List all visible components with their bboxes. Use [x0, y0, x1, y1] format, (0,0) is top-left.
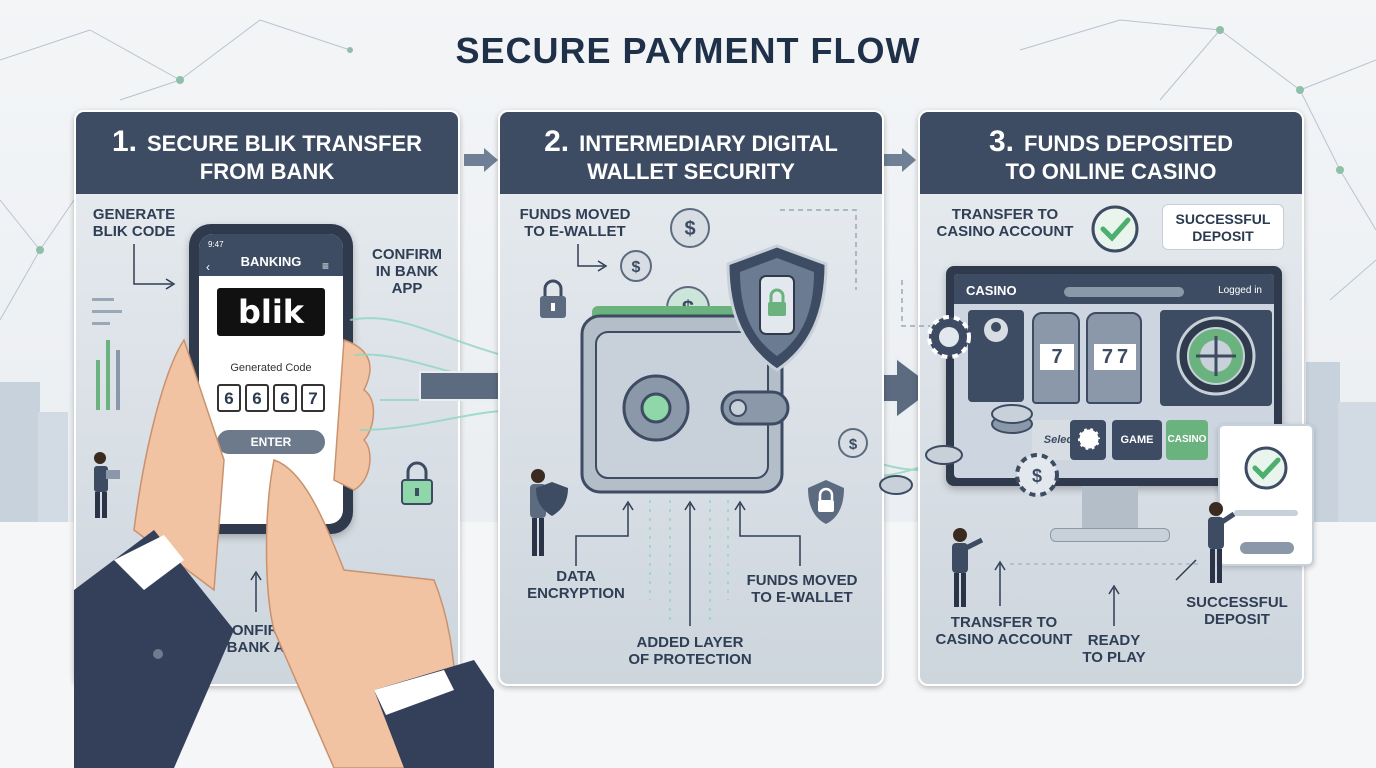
reel-symbol: 7: [1101, 345, 1113, 368]
phone-time: 9:47: [208, 240, 224, 249]
banking-header-label: BANKING: [240, 254, 302, 269]
label-funds-moved-top: FUNDS MOVED TO E-WALLET: [519, 206, 631, 240]
label-funds-moved-bottom: FUNDS MOVED TO E-WALLET: [746, 572, 858, 606]
panel-header: 1. SECURE BLIK TRANSFER FROM BANK: [76, 112, 458, 194]
code-digit: 6: [273, 384, 297, 412]
game-tile[interactable]: GAME: [1112, 420, 1162, 460]
successful-deposit-bubble: SUCCESSFUL DEPOSIT: [1162, 204, 1284, 250]
dollar-coin-icon: $: [670, 208, 710, 248]
menu-icon[interactable]: ≡: [322, 259, 330, 273]
label-transfer-top: TRANSFER TO CASINO ACCOUNT: [936, 206, 1074, 240]
casino-brand: CASINO: [966, 283, 1017, 298]
code-digits: 6 6 6 7: [199, 384, 343, 412]
casino-tile[interactable]: CASINO: [1166, 420, 1208, 460]
panel-title-line2: TO ONLINE CASINO: [1005, 159, 1217, 184]
panel-header: 3. FUNDS DEPOSITED TO ONLINE CASINO: [920, 112, 1302, 194]
blik-logo: blik: [217, 288, 325, 336]
dollar-chip-icon: $: [1015, 453, 1059, 497]
label-ready-to-play: READY TO PLAY: [1082, 632, 1146, 666]
code-digit: 6: [217, 384, 241, 412]
dollar-coin-icon: $: [620, 250, 652, 282]
slot-reels: 7: [1040, 344, 1074, 370]
padlock-icon: [401, 461, 433, 505]
page-title: SECURE PAYMENT FLOW: [455, 30, 921, 71]
poker-chip-icon: [927, 315, 971, 359]
person-with-shield-icon: [530, 469, 568, 556]
reel-symbol: 7: [1117, 345, 1129, 368]
panel-title-line1: FUNDS DEPOSITED: [1024, 131, 1234, 156]
step-number: 3.: [988, 125, 1014, 158]
poker-chip-icon: [1076, 426, 1102, 452]
generated-code-label: Generated Code: [230, 362, 312, 374]
code-digit: 7: [301, 384, 325, 412]
padlock-icon: [808, 480, 844, 524]
reel-symbol: 7: [1051, 345, 1063, 368]
label-transfer-bottom: TRANSFER TO CASINO ACCOUNT: [935, 614, 1073, 648]
label-data-encryption: DATA ENCRYPTION: [527, 568, 625, 602]
panel-title-line1: SECURE BLIK TRANSFER: [147, 131, 423, 156]
svg-text:$: $: [849, 436, 858, 453]
svg-text:$: $: [1032, 466, 1042, 486]
step-number: 1.: [111, 125, 137, 158]
svg-text:$: $: [632, 259, 641, 276]
hands-holding-phone: [74, 338, 494, 768]
step-number: 2.: [544, 125, 570, 158]
city-building: [38, 412, 68, 522]
banking-header: BANKING: [199, 234, 343, 276]
shield-phone-icon: [726, 244, 828, 372]
svg-text:$: $: [684, 218, 695, 240]
code-digit: 6: [245, 384, 269, 412]
panel-title-line1: INTERMEDIARY DIGITAL: [579, 131, 838, 156]
secure-wallet-icon: [580, 306, 790, 494]
avatar-icon: [984, 318, 1008, 342]
header-arrow-icon: [882, 148, 916, 172]
panel-title-line2: FROM BANK: [199, 159, 335, 184]
check-circle-icon: [1244, 446, 1288, 490]
panel-title-line2: WALLET SECURITY: [587, 159, 795, 184]
label-added-layer: ADDED LAYER OF PROTECTION: [628, 634, 752, 668]
enter-button[interactable]: ENTER: [217, 430, 325, 454]
city-building: [1338, 402, 1376, 522]
coin-stack-icon: [991, 404, 1033, 434]
dollar-coin-icon: $: [838, 428, 868, 458]
label-confirm-bank-app-top: CONFIRM IN BANK APP: [372, 246, 442, 297]
person-pointing-icon: [952, 528, 984, 607]
casino-search-bar[interactable]: [1064, 287, 1184, 297]
logged-in-status: Logged in: [1218, 285, 1262, 296]
check-circle-icon: [1091, 205, 1139, 253]
slot-reels: 7 7: [1094, 344, 1136, 370]
label-generate-blik-code: GENERATE BLIK CODE: [92, 206, 176, 240]
person-with-laptop-icon: [94, 452, 120, 518]
coin-icon: [879, 475, 913, 495]
card-button[interactable]: [1240, 542, 1294, 554]
back-chevron-icon[interactable]: ‹: [206, 260, 210, 274]
city-building: [0, 382, 40, 522]
person-standing-icon: [1208, 502, 1236, 583]
label-successful-bottom: SUCCESSFUL DEPOSIT: [1186, 594, 1288, 628]
monitor-base: [1050, 528, 1170, 542]
panel-header: 2. INTERMEDIARY DIGITAL WALLET SECURITY: [500, 112, 882, 194]
monitor-stand: [1082, 486, 1138, 530]
coin-icon: [925, 445, 963, 465]
roulette-wheel-icon: [1176, 316, 1256, 396]
card-line: [1234, 510, 1298, 516]
padlock-icon: [540, 279, 566, 318]
header-arrow-icon: [464, 148, 498, 172]
